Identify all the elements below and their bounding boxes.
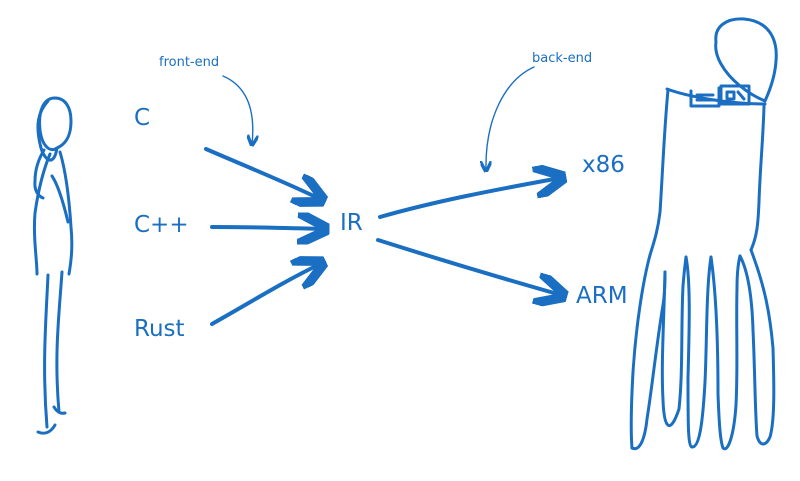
target-label-arm: ARM <box>576 283 628 309</box>
ir-label: IR <box>340 210 363 236</box>
back-end-annotation: back-end <box>532 51 593 66</box>
source-label-rust: Rust <box>134 316 185 342</box>
front-end-annotation: front-end <box>159 55 220 70</box>
arrow-ir-to-x86 <box>378 178 560 219</box>
person-icon <box>32 96 74 435</box>
arrow-ir-to-arm <box>376 238 561 295</box>
arrow-rust-to-ir <box>210 264 320 326</box>
back-end-annotation-arrow <box>486 66 535 170</box>
arrow-c-to-ir <box>204 147 320 199</box>
compiler-flow-arrows <box>204 147 561 326</box>
arrow-cpp-to-ir <box>210 227 323 229</box>
source-label-cpp: C++ <box>134 212 189 238</box>
annotation-arrows <box>222 66 535 170</box>
target-label-x86: x86 <box>582 152 625 178</box>
source-label-c: C <box>134 105 151 131</box>
front-end-annotation-arrow <box>222 75 253 144</box>
octopus-machine-icon <box>629 17 778 451</box>
